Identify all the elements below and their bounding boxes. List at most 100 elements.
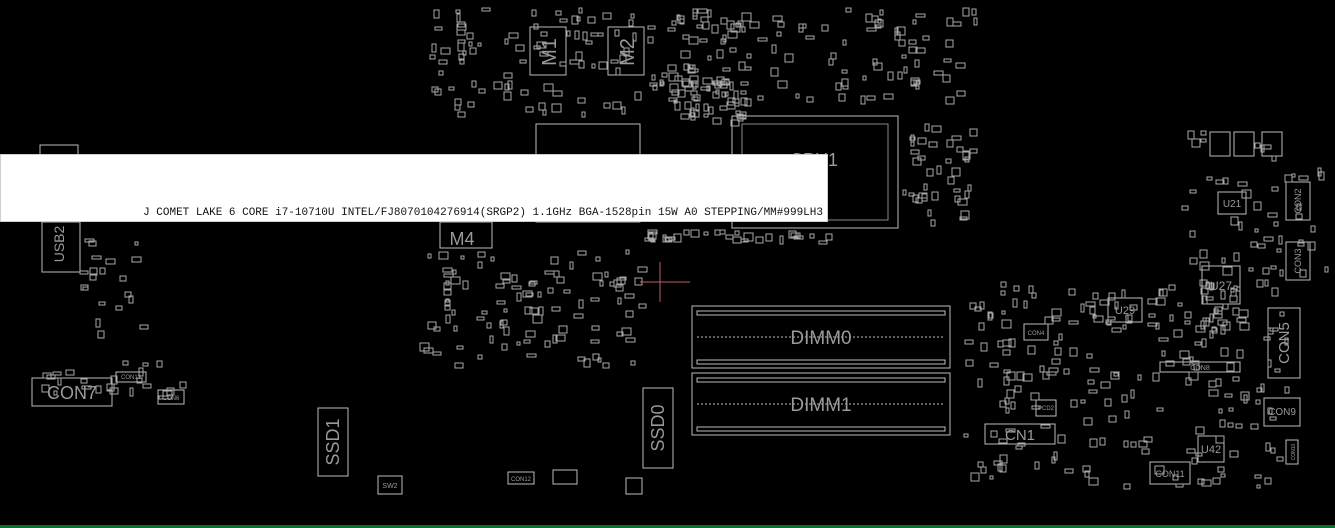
smd-component[interactable] <box>1051 358 1061 365</box>
smd-component[interactable] <box>1084 470 1090 478</box>
smd-component[interactable] <box>749 21 760 29</box>
smd-component[interactable] <box>1104 398 1112 407</box>
smd-component[interactable] <box>1199 261 1210 271</box>
smd-component[interactable] <box>1284 174 1293 183</box>
smd-component[interactable] <box>1295 213 1303 220</box>
smd-component[interactable] <box>699 38 708 43</box>
smd-component[interactable] <box>515 44 525 52</box>
smd-component[interactable] <box>1270 447 1276 454</box>
smd-component[interactable] <box>910 139 915 147</box>
smd-component[interactable] <box>959 216 968 221</box>
smd-component[interactable] <box>973 17 978 26</box>
smd-component[interactable] <box>1200 130 1207 136</box>
smd-component[interactable] <box>559 61 567 67</box>
smd-component[interactable] <box>689 75 699 84</box>
smd-component[interactable] <box>98 301 106 306</box>
smd-component[interactable] <box>997 463 1003 472</box>
smd-component[interactable] <box>1213 310 1223 319</box>
smd-component[interactable] <box>725 234 734 240</box>
smd-component[interactable] <box>1006 371 1016 381</box>
smd-component[interactable] <box>1297 241 1305 247</box>
smd-component[interactable] <box>711 24 719 34</box>
smd-component[interactable] <box>468 41 473 47</box>
smd-component[interactable] <box>142 383 152 389</box>
con7-connector[interactable] <box>31 377 113 407</box>
con8-connector[interactable] <box>1159 361 1241 373</box>
smd-component[interactable] <box>91 255 102 260</box>
smd-component[interactable] <box>1248 267 1254 272</box>
switch-sw2[interactable] <box>377 475 403 495</box>
smd-component[interactable] <box>440 47 451 55</box>
smd-component[interactable] <box>1298 175 1309 181</box>
smd-component[interactable] <box>978 322 985 331</box>
smd-component[interactable] <box>720 38 726 45</box>
smd-component[interactable] <box>1002 349 1011 356</box>
smd-component[interactable] <box>1053 340 1059 346</box>
smd-component[interactable] <box>821 24 829 32</box>
smd-component[interactable] <box>682 34 690 40</box>
smd-component[interactable] <box>569 59 580 65</box>
smd-component[interactable] <box>466 32 474 40</box>
smd-component[interactable] <box>933 70 944 76</box>
usb2-connector[interactable] <box>41 221 81 273</box>
smd-component[interactable] <box>1199 249 1208 259</box>
smd-component[interactable] <box>544 340 551 348</box>
smd-component[interactable] <box>1031 405 1041 410</box>
smd-component[interactable] <box>1141 448 1150 455</box>
smd-component[interactable] <box>1269 327 1279 332</box>
smd-component[interactable] <box>915 13 926 18</box>
smd-component[interactable] <box>1088 389 1098 394</box>
smd-component[interactable] <box>912 157 922 166</box>
smd-component[interactable] <box>563 289 571 294</box>
smd-component[interactable] <box>1208 380 1217 388</box>
smd-component[interactable] <box>537 291 542 298</box>
smd-component[interactable] <box>917 137 927 145</box>
smd-component[interactable] <box>542 109 547 116</box>
smd-component[interactable] <box>1053 451 1058 461</box>
smd-component[interactable] <box>765 233 773 242</box>
smd-component[interactable] <box>912 19 917 25</box>
smd-component[interactable] <box>1189 189 1197 194</box>
smd-component[interactable] <box>1080 303 1085 313</box>
smd-component[interactable] <box>1063 368 1070 375</box>
smd-component[interactable] <box>1226 362 1235 372</box>
smd-component[interactable] <box>866 95 876 101</box>
smd-component[interactable] <box>599 280 604 287</box>
smd-component[interactable] <box>448 86 455 91</box>
smd-component[interactable] <box>1243 394 1248 404</box>
smd-component[interactable] <box>1250 423 1259 430</box>
smd-component[interactable] <box>1087 379 1095 385</box>
smd-component[interactable] <box>442 267 453 273</box>
smd-component[interactable] <box>1262 267 1270 275</box>
smd-component[interactable] <box>1220 347 1229 357</box>
smd-component[interactable] <box>1260 144 1265 153</box>
smd-component[interactable] <box>1048 367 1059 373</box>
smd-component[interactable] <box>1317 167 1322 177</box>
smd-component[interactable] <box>438 59 448 65</box>
smd-component[interactable] <box>951 167 961 177</box>
smd-component[interactable] <box>552 334 558 344</box>
smd-component[interactable] <box>809 233 815 239</box>
smd-component[interactable] <box>990 430 998 438</box>
smd-component[interactable] <box>532 314 543 324</box>
smd-component[interactable] <box>835 82 842 91</box>
smd-component[interactable] <box>772 15 783 22</box>
smd-component[interactable] <box>969 128 978 137</box>
smd-component[interactable] <box>930 219 936 227</box>
smd-component[interactable] <box>1219 419 1226 428</box>
smd-component[interactable] <box>668 72 679 82</box>
smd-component[interactable] <box>526 353 537 358</box>
smd-component[interactable] <box>555 334 566 342</box>
smd-component[interactable] <box>1186 448 1196 454</box>
smd-component[interactable] <box>581 111 586 118</box>
smd-component[interactable] <box>80 378 88 384</box>
smd-component[interactable] <box>445 314 451 324</box>
smd-component[interactable] <box>427 253 432 259</box>
smd-component[interactable] <box>476 316 485 321</box>
smd-component[interactable] <box>1013 285 1020 292</box>
smd-component[interactable] <box>1212 477 1221 485</box>
smd-component[interactable] <box>1014 385 1022 393</box>
smd-component[interactable] <box>443 273 454 278</box>
smd-component[interactable] <box>481 7 491 12</box>
